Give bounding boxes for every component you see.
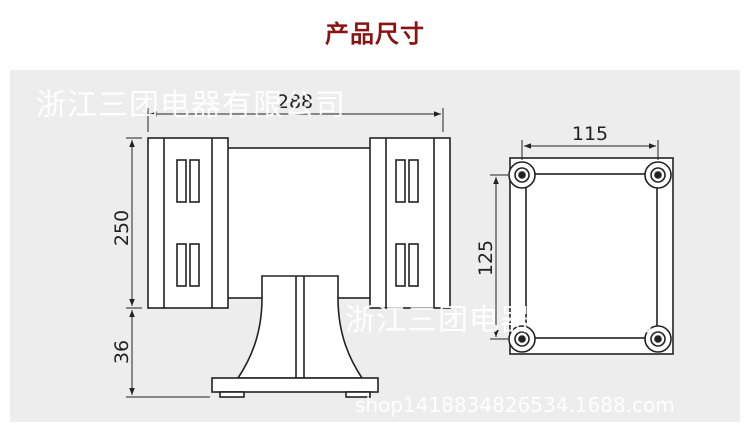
dim-height-label: 250 bbox=[111, 210, 133, 246]
dim-width-label: 288 bbox=[277, 91, 313, 113]
dim-base-label: 36 bbox=[111, 340, 133, 364]
page-title: 产品尺寸 bbox=[325, 20, 425, 48]
watermark-company: 浙江三团电器有限公司 bbox=[36, 88, 346, 123]
mount-plate bbox=[508, 157, 674, 355]
base-plate bbox=[211, 377, 379, 393]
siren-front-view bbox=[147, 137, 451, 398]
watermark-shop: shop1418834826534.1688.com bbox=[355, 393, 675, 417]
left-horn bbox=[147, 137, 229, 309]
dim-mount-height-label: 125 bbox=[475, 240, 497, 276]
watermark-company-bottom: 浙江三团电器有限公司 bbox=[345, 303, 655, 338]
dim-mount-width-label: 115 bbox=[572, 123, 608, 145]
